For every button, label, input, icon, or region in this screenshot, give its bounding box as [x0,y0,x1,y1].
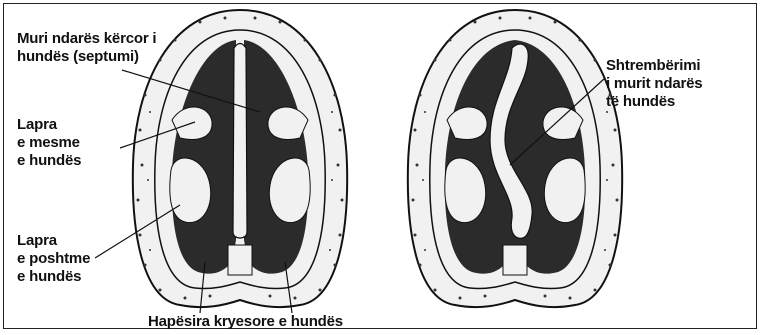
palate-notch-left [228,245,252,275]
deviated-nose-section [408,10,622,307]
palate-notch-right [503,245,527,275]
label-septum: Muri ndarës kërcor i hundës (septumi) [17,30,156,66]
septum-normal [233,44,247,239]
label-main-cavity: Hapësira kryesore e hundës [148,313,343,331]
label-middle-turbinate: Lapra e mesme e hundës [17,116,81,170]
normal-nose-section [133,10,347,307]
label-deviation: Shtrembërimi i murit ndarës të hundës [606,57,702,111]
label-lower-turbinate: Lapra e poshtme e hundës [17,232,90,286]
